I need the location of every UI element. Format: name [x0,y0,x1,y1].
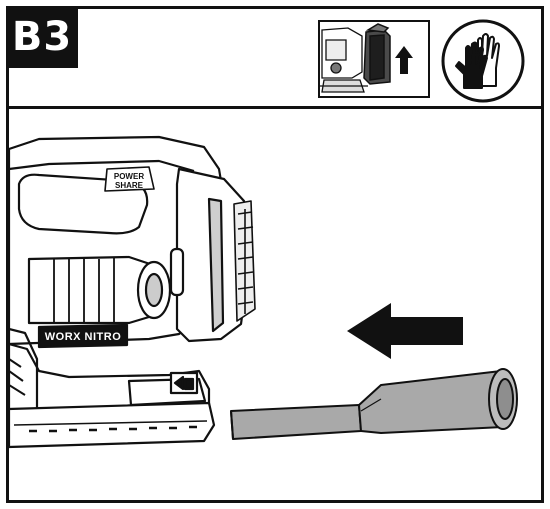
protective-gloves-icon [441,19,525,103]
arrow-left-icon [347,303,463,359]
battery-pack [363,23,391,85]
battery-release-arrow-icon [395,46,413,74]
mode-label-line2: SHARE [115,181,144,190]
power-tool [9,135,256,449]
dust-hose-adapter [230,368,518,440]
step-badge: B3 [6,6,78,68]
sander-dust-hose-illustration: WORX NITRO POWER SHARE [9,135,518,449]
mode-label-line1: POWER [114,172,144,181]
brand-label: WORX NITRO [45,331,122,343]
battery-removal-inset [318,20,430,98]
header-divider [6,106,544,109]
vent-grille [233,200,256,322]
instruction-frame [6,6,544,503]
